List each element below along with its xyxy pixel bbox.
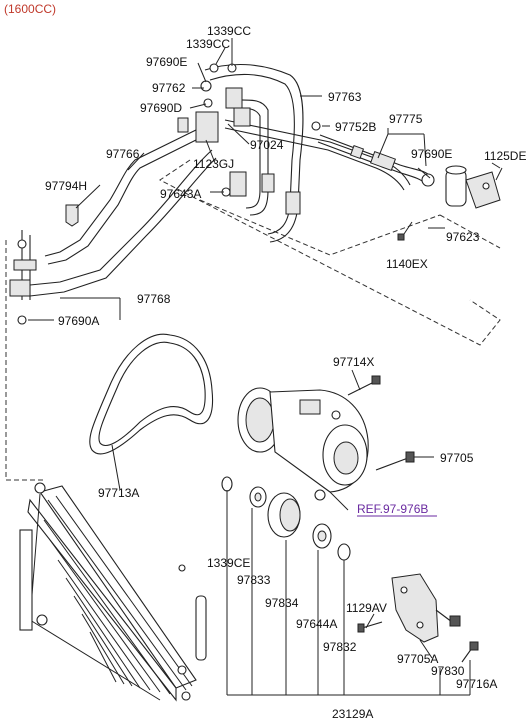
bolt-97705 xyxy=(375,451,415,471)
hose-assembly xyxy=(9,63,431,325)
label-97763: 97763 xyxy=(328,90,362,104)
engine-header: (1600CC) xyxy=(4,2,56,16)
label-97833: 97833 xyxy=(237,573,271,587)
label-97705: 97705 xyxy=(440,451,474,465)
label-97834: 97834 xyxy=(265,596,299,610)
label-1339cc-a: 1339CC xyxy=(207,24,251,38)
drive-belt-97713a xyxy=(89,333,214,455)
label-97832: 97832 xyxy=(323,640,357,654)
compressor-bracket xyxy=(357,573,479,663)
label-97768: 97768 xyxy=(137,292,171,306)
label-97714x: 97714X xyxy=(333,355,374,369)
label-97830: 97830 xyxy=(431,664,465,678)
receiver-drier xyxy=(397,165,503,241)
label-1129av: 1129AV xyxy=(346,601,387,615)
label-97644a: 97644A xyxy=(296,617,337,631)
label-97766: 97766 xyxy=(106,147,140,161)
label-1140ex: 1140EX xyxy=(386,257,428,271)
label-97690d: 97690D xyxy=(140,101,182,115)
label-1339cc-b: 1339CC xyxy=(186,37,230,51)
label-97690e-right: 97690E xyxy=(411,147,452,161)
label-97024: 97024 xyxy=(250,138,284,152)
label-23129a: 23129A xyxy=(332,707,373,721)
label-97716a: 97716A xyxy=(456,677,497,691)
condenser xyxy=(19,482,207,702)
block-fitting xyxy=(195,111,219,143)
part-labels: 1339CC 1339CC 97690E 97762 97690D 97763 … xyxy=(45,24,526,721)
label-1339ce: 1339CE xyxy=(207,556,250,570)
label-97713a: 97713A xyxy=(98,486,139,500)
label-97690e-top: 97690E xyxy=(146,55,187,69)
bracket-97794h xyxy=(65,204,79,227)
hose-clamp xyxy=(285,191,301,215)
label-97623: 97623 xyxy=(446,230,480,244)
assembly-boundary xyxy=(5,159,501,481)
snap-ring-97832 xyxy=(337,543,351,561)
leader-lines xyxy=(28,38,501,696)
label-97690a: 97690A xyxy=(58,314,99,328)
o-ring-97690a xyxy=(17,315,27,325)
label-97752b: 97752B xyxy=(335,120,376,134)
label-97705a: 97705A xyxy=(397,652,438,666)
label-97775: 97775 xyxy=(389,112,423,126)
label-1125de: 1125DE xyxy=(484,149,526,163)
nut-1339ce xyxy=(221,476,233,492)
label-1123gj: 1123GJ xyxy=(193,157,234,171)
compressor xyxy=(237,387,369,501)
ref-link[interactable]: REF.97-976B xyxy=(357,502,428,516)
label-97643a: 97643A xyxy=(160,187,201,201)
bolt-97714x xyxy=(347,375,381,396)
label-97762: 97762 xyxy=(152,81,186,95)
clutch-parts xyxy=(221,476,351,561)
label-97794h: 97794H xyxy=(45,179,87,193)
